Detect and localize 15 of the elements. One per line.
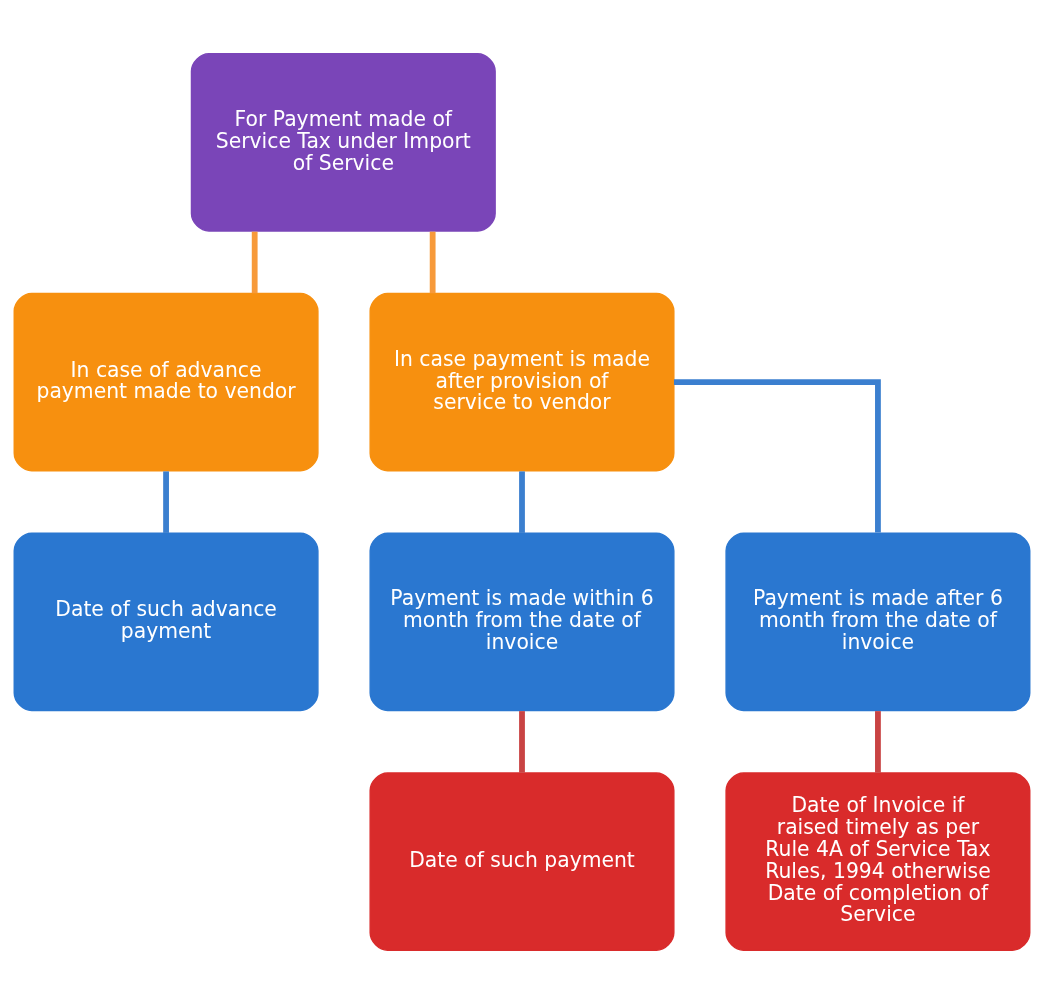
- node-box: Payment is made after 6 month from the date of invoice: [725, 532, 1031, 712]
- connector: [875, 711, 881, 773]
- node-box: For Payment made of Service Tax under Import of Service: [190, 53, 496, 232]
- node-box: In case of advance payment made to vendor: [13, 292, 319, 472]
- connector: [519, 711, 525, 773]
- node-box: Date of such advance payment: [13, 532, 319, 712]
- connector: [519, 471, 525, 533]
- node-box: Date of Invoice if raised timely as per Rule 4A of Service Tax Rules, 1994 otherwise Date of completion of Service: [725, 772, 1031, 951]
- connector: [163, 471, 169, 533]
- connector: [674, 379, 881, 533]
- connector: [251, 231, 258, 294]
- node-box: In case payment is made after provision of service to vendor: [369, 292, 675, 472]
- node-box: Date of such payment: [369, 772, 675, 951]
- connector: [429, 231, 436, 294]
- node-box: Payment is made within 6 month from the date of invoice: [369, 532, 675, 712]
